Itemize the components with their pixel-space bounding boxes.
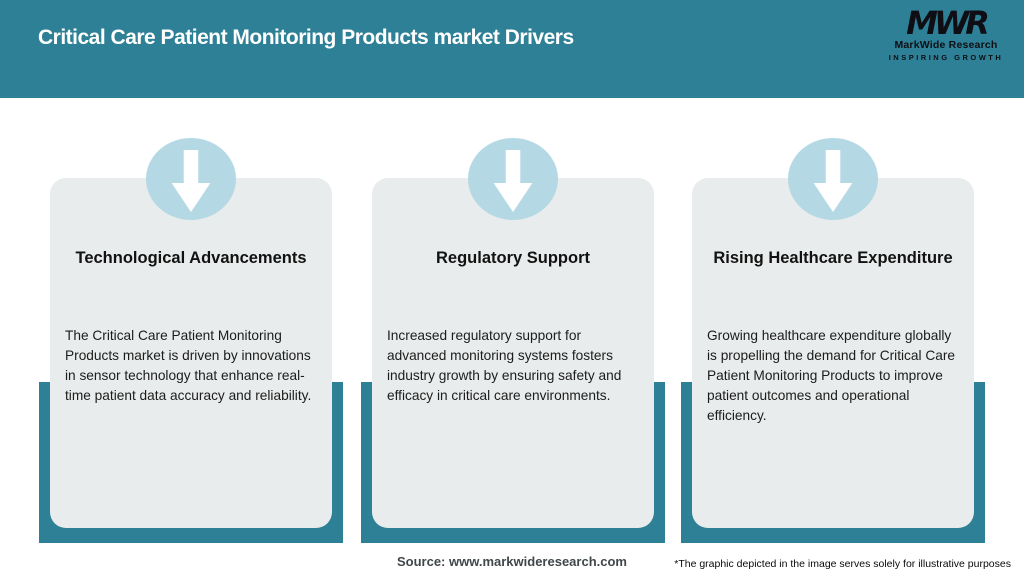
source-attribution: Source: www.markwideresearch.com — [396, 554, 627, 569]
down-arrow-icon — [813, 150, 853, 212]
illustrative-disclaimer: *The graphic depicted in the image serve… — [674, 558, 1011, 570]
header-band: Critical Care Patient Monitoring Product… — [0, 0, 1024, 98]
circle-badge — [788, 138, 878, 220]
card-body-text: Increased regulatory support for advance… — [387, 328, 622, 403]
logo-tagline: INSPIRING GROWTH — [888, 52, 1004, 62]
driver-card-regulatory-support: Regulatory Support Increased regulatory … — [361, 0, 665, 576]
card-body-text: Growing healthcare expenditure globally … — [707, 328, 956, 423]
card-title: Regulatory Support — [435, 249, 590, 267]
card-panel: Rising Healthcare Expenditure Growing he… — [692, 178, 974, 528]
driver-card-technological-advancements: Technological Advancements The Critical … — [39, 0, 343, 576]
card-panel: Technological Advancements The Critical … — [50, 178, 332, 528]
card-panel: Regulatory Support Increased regulatory … — [372, 178, 654, 528]
card-title: Technological Advancements — [75, 249, 307, 267]
card-body-text: The Critical Care Patient Monitoring Pro… — [65, 328, 312, 403]
circle-badge — [146, 138, 236, 220]
circle-badge — [468, 138, 558, 220]
markwide-research-logo: MWR MarkWide Research INSPIRING GROWTH — [886, 4, 1006, 62]
driver-card-rising-healthcare-expenditure: Rising Healthcare Expenditure Growing he… — [681, 0, 985, 576]
logo-monogram: MWR — [906, 4, 990, 42]
down-arrow-icon — [171, 150, 211, 212]
page-title: Critical Care Patient Monitoring Product… — [38, 26, 574, 49]
logo-company-name: MarkWide Research — [894, 39, 998, 51]
card-title: Rising Healthcare Expenditure — [713, 249, 953, 267]
down-arrow-icon — [493, 150, 533, 212]
